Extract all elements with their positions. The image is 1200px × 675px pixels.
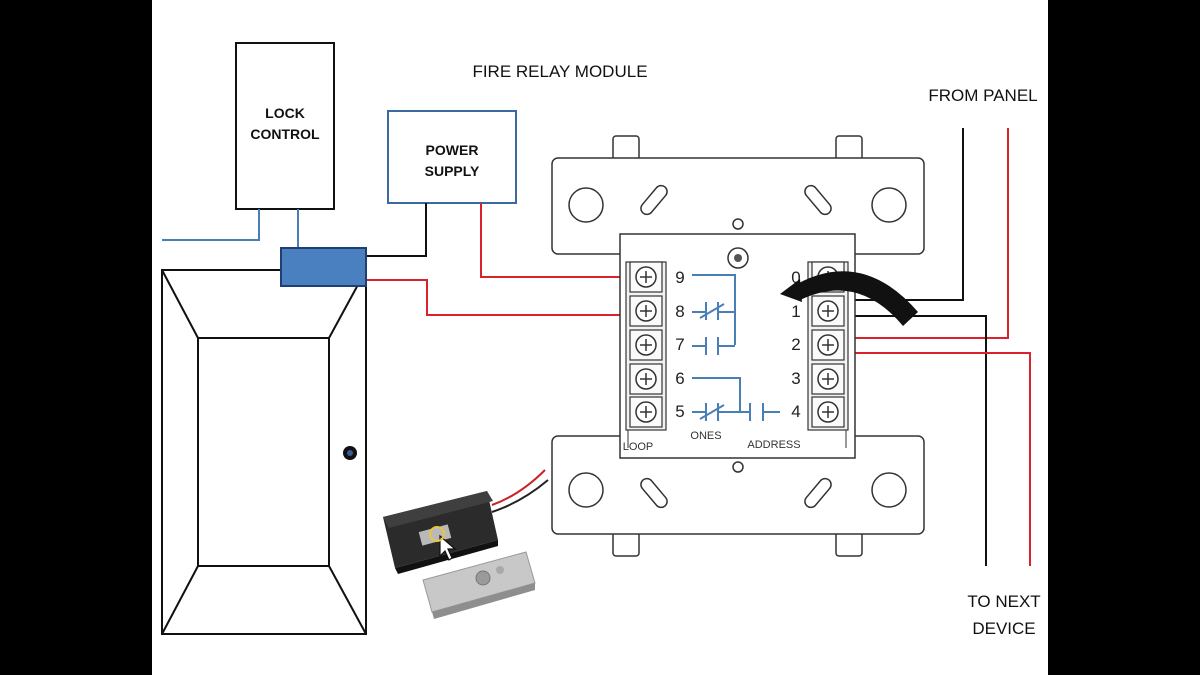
lock-control-label-line2: CONTROL bbox=[250, 126, 320, 142]
wire-connector-block bbox=[280, 247, 367, 287]
terminal-label-0: 0 bbox=[791, 268, 800, 287]
magnetic-lock-image bbox=[383, 469, 549, 619]
door-frame bbox=[161, 269, 367, 635]
power-supply-box: POWER SUPPLY bbox=[387, 110, 517, 204]
lock-control-label-line1: LOCK bbox=[265, 105, 305, 121]
ones-label: ONES bbox=[690, 430, 721, 442]
terminal-screw-6 bbox=[629, 363, 663, 395]
next-red-wire bbox=[845, 352, 1031, 566]
address-label: ADDRESS bbox=[747, 439, 800, 451]
terminal-screw-7 bbox=[629, 329, 663, 361]
terminal-screw-9 bbox=[629, 261, 663, 293]
power-supply-label-line1: POWER bbox=[426, 142, 479, 158]
power-red-wire bbox=[480, 203, 640, 278]
terminal-screw-4 bbox=[811, 396, 845, 428]
curved-arrow-icon bbox=[780, 271, 918, 326]
terminal-label-8: 8 bbox=[675, 302, 684, 321]
power-black-wire bbox=[365, 203, 427, 257]
terminal-label-7: 7 bbox=[675, 335, 684, 354]
terminal-label-6: 6 bbox=[675, 369, 684, 388]
terminal-screw-2 bbox=[811, 329, 845, 361]
mouse-cursor-icon bbox=[429, 526, 457, 561]
terminal-label-2: 2 bbox=[791, 335, 800, 354]
relay-contacts-schematic bbox=[692, 274, 780, 421]
terminal-screw-5 bbox=[629, 396, 663, 428]
terminal-screw-8 bbox=[629, 295, 663, 327]
loop-label: LOOP bbox=[623, 441, 654, 453]
lock-control-box: LOCK CONTROL bbox=[235, 42, 335, 210]
panel-red-wire bbox=[845, 128, 1009, 339]
power-supply-label-line2: SUPPLY bbox=[425, 163, 480, 179]
module-title: FIRE RELAY MODULE bbox=[472, 62, 647, 81]
terminal-label-1: 1 bbox=[791, 302, 800, 321]
terminal-screw-3 bbox=[811, 363, 845, 395]
terminal-label-9: 9 bbox=[675, 268, 684, 287]
from-panel-label: FROM PANEL bbox=[928, 86, 1037, 105]
terminal-screw-1 bbox=[811, 295, 845, 327]
terminal-label-3: 3 bbox=[791, 369, 800, 388]
to-next-device-label-line1: TO NEXT bbox=[967, 592, 1040, 611]
to-next-device-label-line2: DEVICE bbox=[972, 619, 1035, 638]
terminal-label-5: 5 bbox=[675, 402, 684, 421]
lock-control-wire-left bbox=[162, 209, 260, 241]
lock-red-wire bbox=[365, 279, 640, 316]
terminal-label-4: 4 bbox=[791, 402, 800, 421]
next-black-wire bbox=[845, 315, 987, 566]
